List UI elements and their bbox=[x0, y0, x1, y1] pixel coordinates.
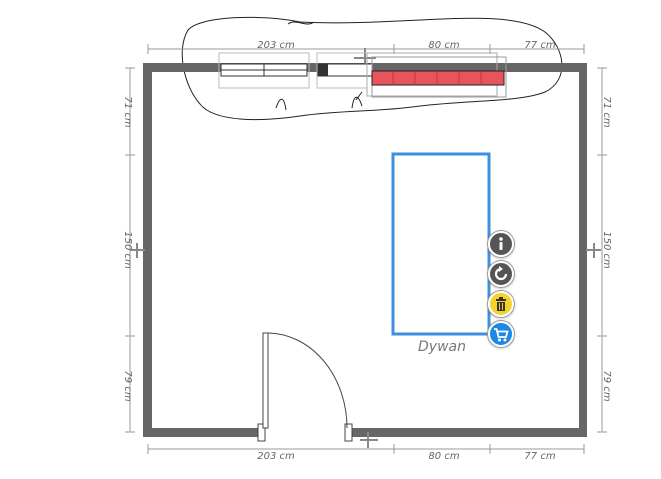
wall-resize-handle-left[interactable] bbox=[130, 243, 145, 258]
rotate-button[interactable] bbox=[488, 261, 514, 287]
freehand-mark-left bbox=[275, 98, 287, 111]
freehand-mark-right bbox=[351, 91, 363, 109]
room-walls[interactable] bbox=[143, 63, 587, 437]
dimension-right-1: 71 cm bbox=[601, 96, 612, 127]
trash-icon bbox=[496, 297, 506, 311]
dimension-right-2: 150 cm bbox=[601, 231, 612, 269]
dimension-top-1: 203 cm bbox=[257, 40, 295, 51]
dimension-left-1: 71 cm bbox=[122, 96, 133, 127]
dimension-left-2: 150 cm bbox=[122, 231, 133, 269]
wall-resize-handle-right[interactable] bbox=[586, 243, 601, 258]
dimension-top-3: 77 cm bbox=[524, 40, 555, 51]
dimension-left-3: 79 cm bbox=[122, 370, 133, 401]
dimension-bottom-1: 203 cm bbox=[257, 451, 295, 462]
info-button[interactable] bbox=[488, 231, 514, 257]
cart-icon bbox=[494, 328, 509, 342]
wall-resize-handle-bottom[interactable] bbox=[360, 432, 378, 448]
freehand-sketch-squiggle bbox=[287, 21, 315, 25]
door[interactable] bbox=[257, 332, 353, 442]
dimension-right-3: 79 cm bbox=[601, 370, 612, 401]
info-icon bbox=[499, 237, 503, 250]
delete-button[interactable] bbox=[488, 291, 514, 317]
dimension-line-right bbox=[597, 67, 607, 433]
furniture-item-selected[interactable] bbox=[366, 52, 507, 98]
rug[interactable] bbox=[391, 152, 491, 336]
rug-label: Dywan bbox=[418, 339, 466, 355]
dimension-line-bottom bbox=[147, 444, 585, 454]
rotate-icon bbox=[494, 266, 508, 281]
cart-button[interactable] bbox=[488, 321, 514, 347]
dimension-bottom-2: 80 cm bbox=[428, 451, 459, 462]
furniture-item-left[interactable] bbox=[218, 52, 310, 89]
dimension-bottom-3: 77 cm bbox=[524, 451, 555, 462]
dimension-top-2: 80 cm bbox=[428, 40, 459, 51]
freehand-sketch bbox=[181, 16, 563, 121]
